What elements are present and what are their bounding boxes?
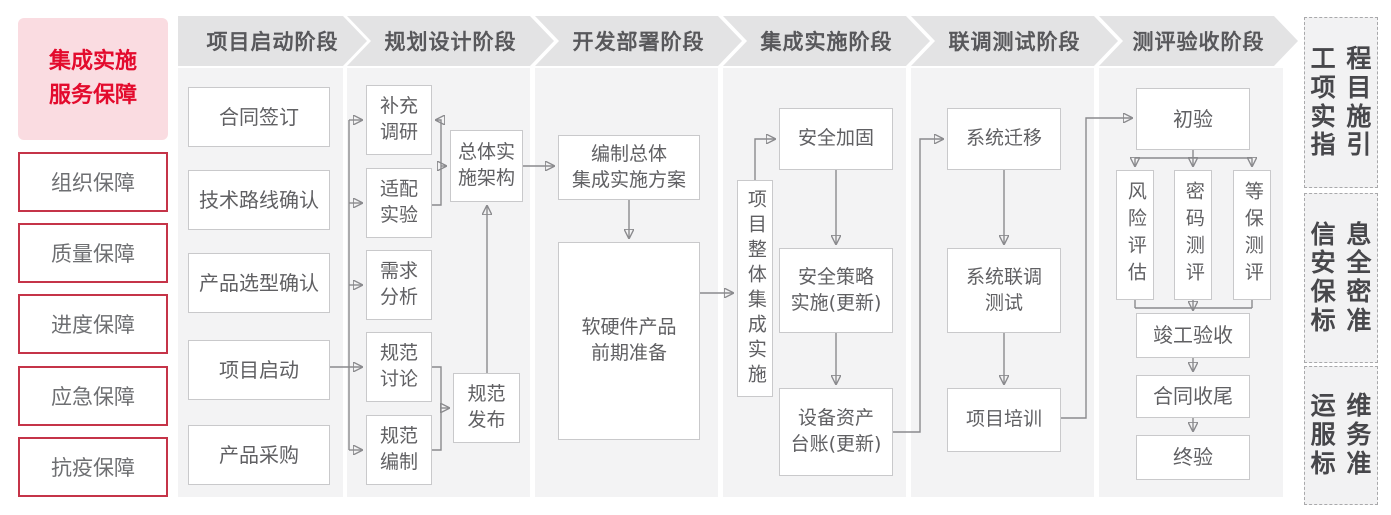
phase-header-integration-implementation: 集成实施阶段 [723, 16, 930, 66]
sidebar-item-epidemic: 抗疫保障 [18, 437, 168, 497]
ref-box-info-security-confidentiality-standard: 信 息 安 全 保 密 标 准 [1304, 193, 1378, 363]
node-supplementary-research: 补充 调研 [366, 85, 432, 155]
ref-box-project-implementation-guideline: 工 程 项 目 实 施 指 引 [1304, 17, 1378, 188]
sidebar-title: 集成实施 服务保障 [18, 18, 168, 140]
node-product-procurement: 产品采购 [188, 425, 330, 485]
phase-header-planning-design: 规划设计阶段 [347, 16, 554, 66]
node-system-migration: 系统迁移 [947, 108, 1061, 170]
node-project-training: 项目培训 [947, 388, 1061, 452]
node-risk-assessment: 风险评估 [1116, 170, 1154, 300]
node-project-kickoff: 项目启动 [188, 340, 330, 400]
node-spec-discussion: 规范 讨论 [366, 332, 432, 402]
phase-header-project-initiation: 项目启动阶段 [178, 16, 367, 66]
node-tech-route-confirm: 技术路线确认 [188, 170, 330, 230]
node-spec-compilation: 规范 编制 [366, 415, 432, 485]
node-completion-acceptance: 竣工验收 [1136, 313, 1250, 358]
phase-header-development-deployment: 开发部署阶段 [535, 16, 742, 66]
sidebar-item-schedule: 进度保障 [18, 294, 168, 354]
node-asset-ledger-update: 设备资产 台账(更新) [779, 388, 893, 476]
node-final-acceptance: 终验 [1136, 435, 1250, 480]
node-hw-sw-preparation: 软硬件产品 前期准备 [558, 242, 700, 440]
phase-header-evaluation-acceptance: 测评验收阶段 [1099, 16, 1298, 66]
node-product-selection-confirm: 产品选型确认 [188, 253, 330, 313]
sidebar-item-organization: 组织保障 [18, 152, 168, 212]
node-mlps-evaluation: 等保测评 [1233, 170, 1271, 300]
node-overall-integration-plan: 编制总体 集成实施方案 [558, 135, 700, 200]
sidebar-item-quality: 质量保障 [18, 223, 168, 283]
node-security-policy-update: 安全策略 实施(更新) [779, 248, 893, 333]
node-initial-acceptance: 初验 [1136, 88, 1250, 150]
node-contract-signing: 合同签订 [188, 87, 330, 147]
node-system-joint-testing: 系统联调 测试 [947, 248, 1061, 333]
node-spec-release: 规范 发布 [453, 373, 520, 443]
node-crypto-evaluation: 密码测评 [1174, 170, 1212, 300]
node-security-hardening: 安全加固 [779, 108, 893, 170]
phase-header-joint-testing: 联调测试阶段 [911, 16, 1118, 66]
node-requirement-analysis: 需求 分析 [366, 250, 432, 320]
node-project-overall-integration: 项目整体集成实施 [737, 180, 773, 397]
ref-box-om-service-standard: 运 维 服 务 标 准 [1304, 366, 1378, 505]
node-adaptation-test: 适配 实验 [366, 168, 432, 238]
node-overall-impl-architecture: 总体实 施架构 [450, 130, 523, 202]
node-contract-closure: 合同收尾 [1136, 375, 1250, 418]
sidebar-item-emergency: 应急保障 [18, 366, 168, 426]
